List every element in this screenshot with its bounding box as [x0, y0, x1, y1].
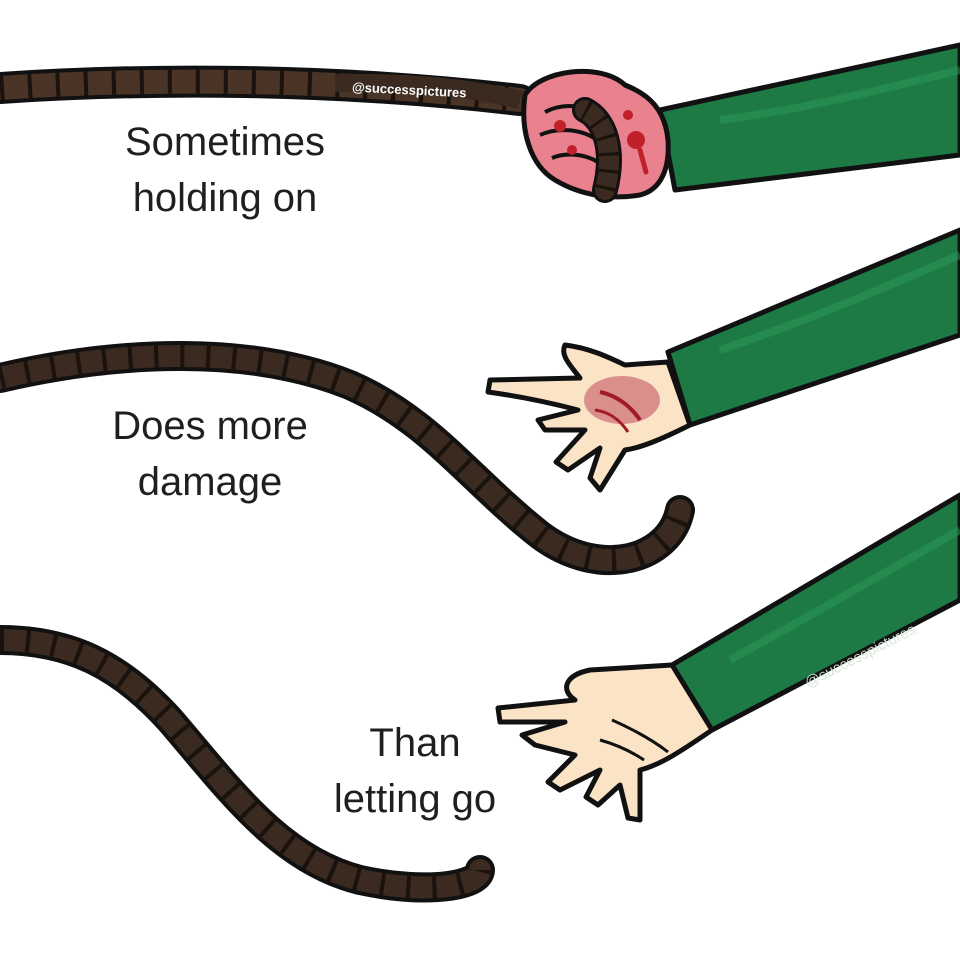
sleeve-1 — [657, 42, 960, 193]
caption-2-line-1: Does more — [112, 404, 308, 448]
caption-panel-2: Does more damage — [80, 398, 340, 510]
rope-3 — [0, 625, 495, 903]
sleeve-3: @successpictures — [669, 492, 960, 733]
caption-2-line-2: damage — [137, 460, 283, 504]
wounded-open-hand — [485, 342, 693, 493]
rope-1: @successpictures — [0, 65, 536, 116]
caption-3-line-1: Than — [369, 721, 461, 765]
sleeve-2 — [665, 227, 960, 428]
caption-panel-3: Than letting go — [290, 715, 540, 827]
rope-2 — [0, 341, 695, 576]
caption-3-line-2: letting go — [333, 777, 497, 821]
bleeding-fist — [521, 68, 671, 203]
rope-watermark: @successpictures — [352, 79, 467, 100]
relaxed-open-hand — [495, 662, 715, 823]
caption-1-line-1: Sometimes — [124, 120, 326, 164]
caption-panel-1: Sometimes holding on — [90, 114, 360, 226]
caption-1-line-2: holding on — [132, 176, 318, 220]
